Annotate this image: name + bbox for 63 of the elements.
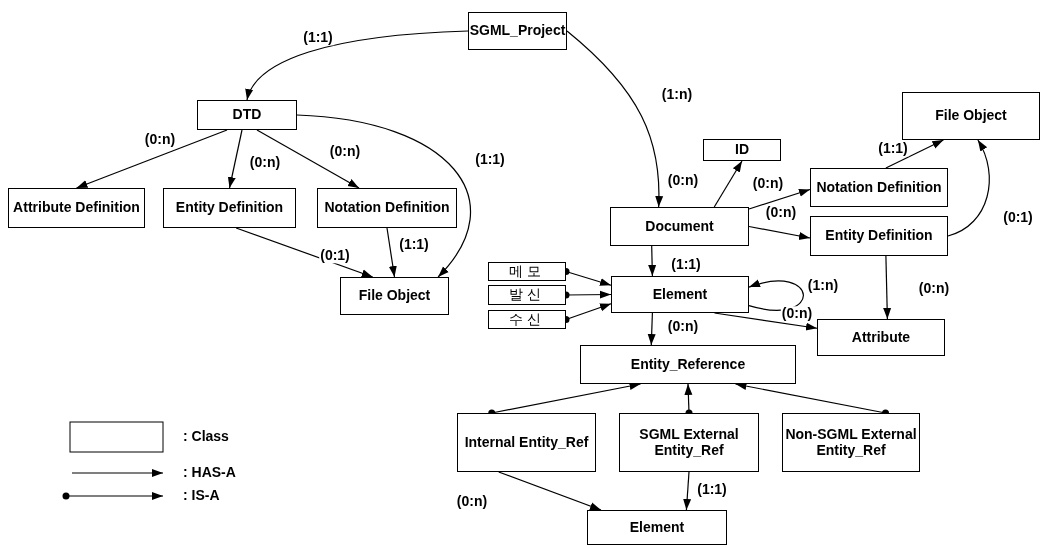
class-box: Document [610,207,749,246]
class-box: SGML_Project [468,12,567,50]
legend-label: : IS-A [183,488,220,504]
arrow [75,129,228,189]
attribute-box: 발신 [488,285,566,305]
edge-label: (0:n) [248,155,282,171]
arrow [566,30,663,208]
edge-label: (0:1) [319,248,351,264]
arrow [227,129,243,189]
class-box: Internal Entity_Ref [457,413,596,472]
attribute-box: 수신 [488,310,566,329]
edge-label: (0:n) [917,281,951,297]
edge-label: (0:1) [1002,210,1034,226]
edge-label: (1:1) [670,257,702,273]
class-box: Element [611,276,749,313]
edge-label: (0:n) [328,144,362,160]
edge-label: (1:1) [877,141,909,157]
edge-label: (1:n) [806,278,840,294]
class-box: Entity Definition [163,188,296,228]
edge-label: (1:n) [660,87,694,103]
arrow [748,188,811,210]
edge-label: (0:n) [764,205,798,221]
edge-label: (0:n) [666,173,700,189]
edge-label: (1:1) [302,30,334,46]
class-box: File Object [902,92,1040,140]
class-box: Entity Definition [810,216,948,256]
attribute-box: 메모 [488,262,566,281]
arrow [256,129,360,189]
class-box: Entity_Reference [580,345,796,384]
arrow [498,471,602,511]
arrow [647,312,656,346]
class-box: DTD [197,100,297,130]
arrow [947,139,990,237]
legend-label: : HAS-A [183,465,236,481]
edge-label: (1:1) [696,482,728,498]
arrow [648,245,657,277]
edge-label: (0:n) [666,319,700,335]
arrow [246,30,469,101]
arrow [883,255,892,320]
class-box: ID [703,139,781,161]
arrow [713,160,743,208]
legend-label: : Class [183,429,229,445]
class-box: Element [587,510,727,545]
loop-arrow [748,280,804,311]
class-box: Attribute [817,319,945,356]
edge-label: (0:n) [780,306,814,322]
arrow [296,114,471,278]
edge-label: (1:1) [398,237,430,253]
arrow [748,225,811,240]
class-box: Non-SGML External Entity_Ref [782,413,920,472]
class-box: Notation Definition [317,188,457,228]
arrow [885,139,944,169]
class-box: Attribute Definition [8,188,145,228]
arrow [386,227,397,278]
edge-label: (1:1) [474,152,506,168]
class-box: Notation Definition [810,168,948,207]
edge-label: (0:n) [751,176,785,192]
class-box: File Object [340,277,449,315]
class-box: SGML External Entity_Ref [619,413,759,472]
edge-label: (0:n) [143,132,177,148]
edge-label: (0:n) [455,494,489,510]
arrow [683,471,692,511]
arrow [235,227,374,278]
